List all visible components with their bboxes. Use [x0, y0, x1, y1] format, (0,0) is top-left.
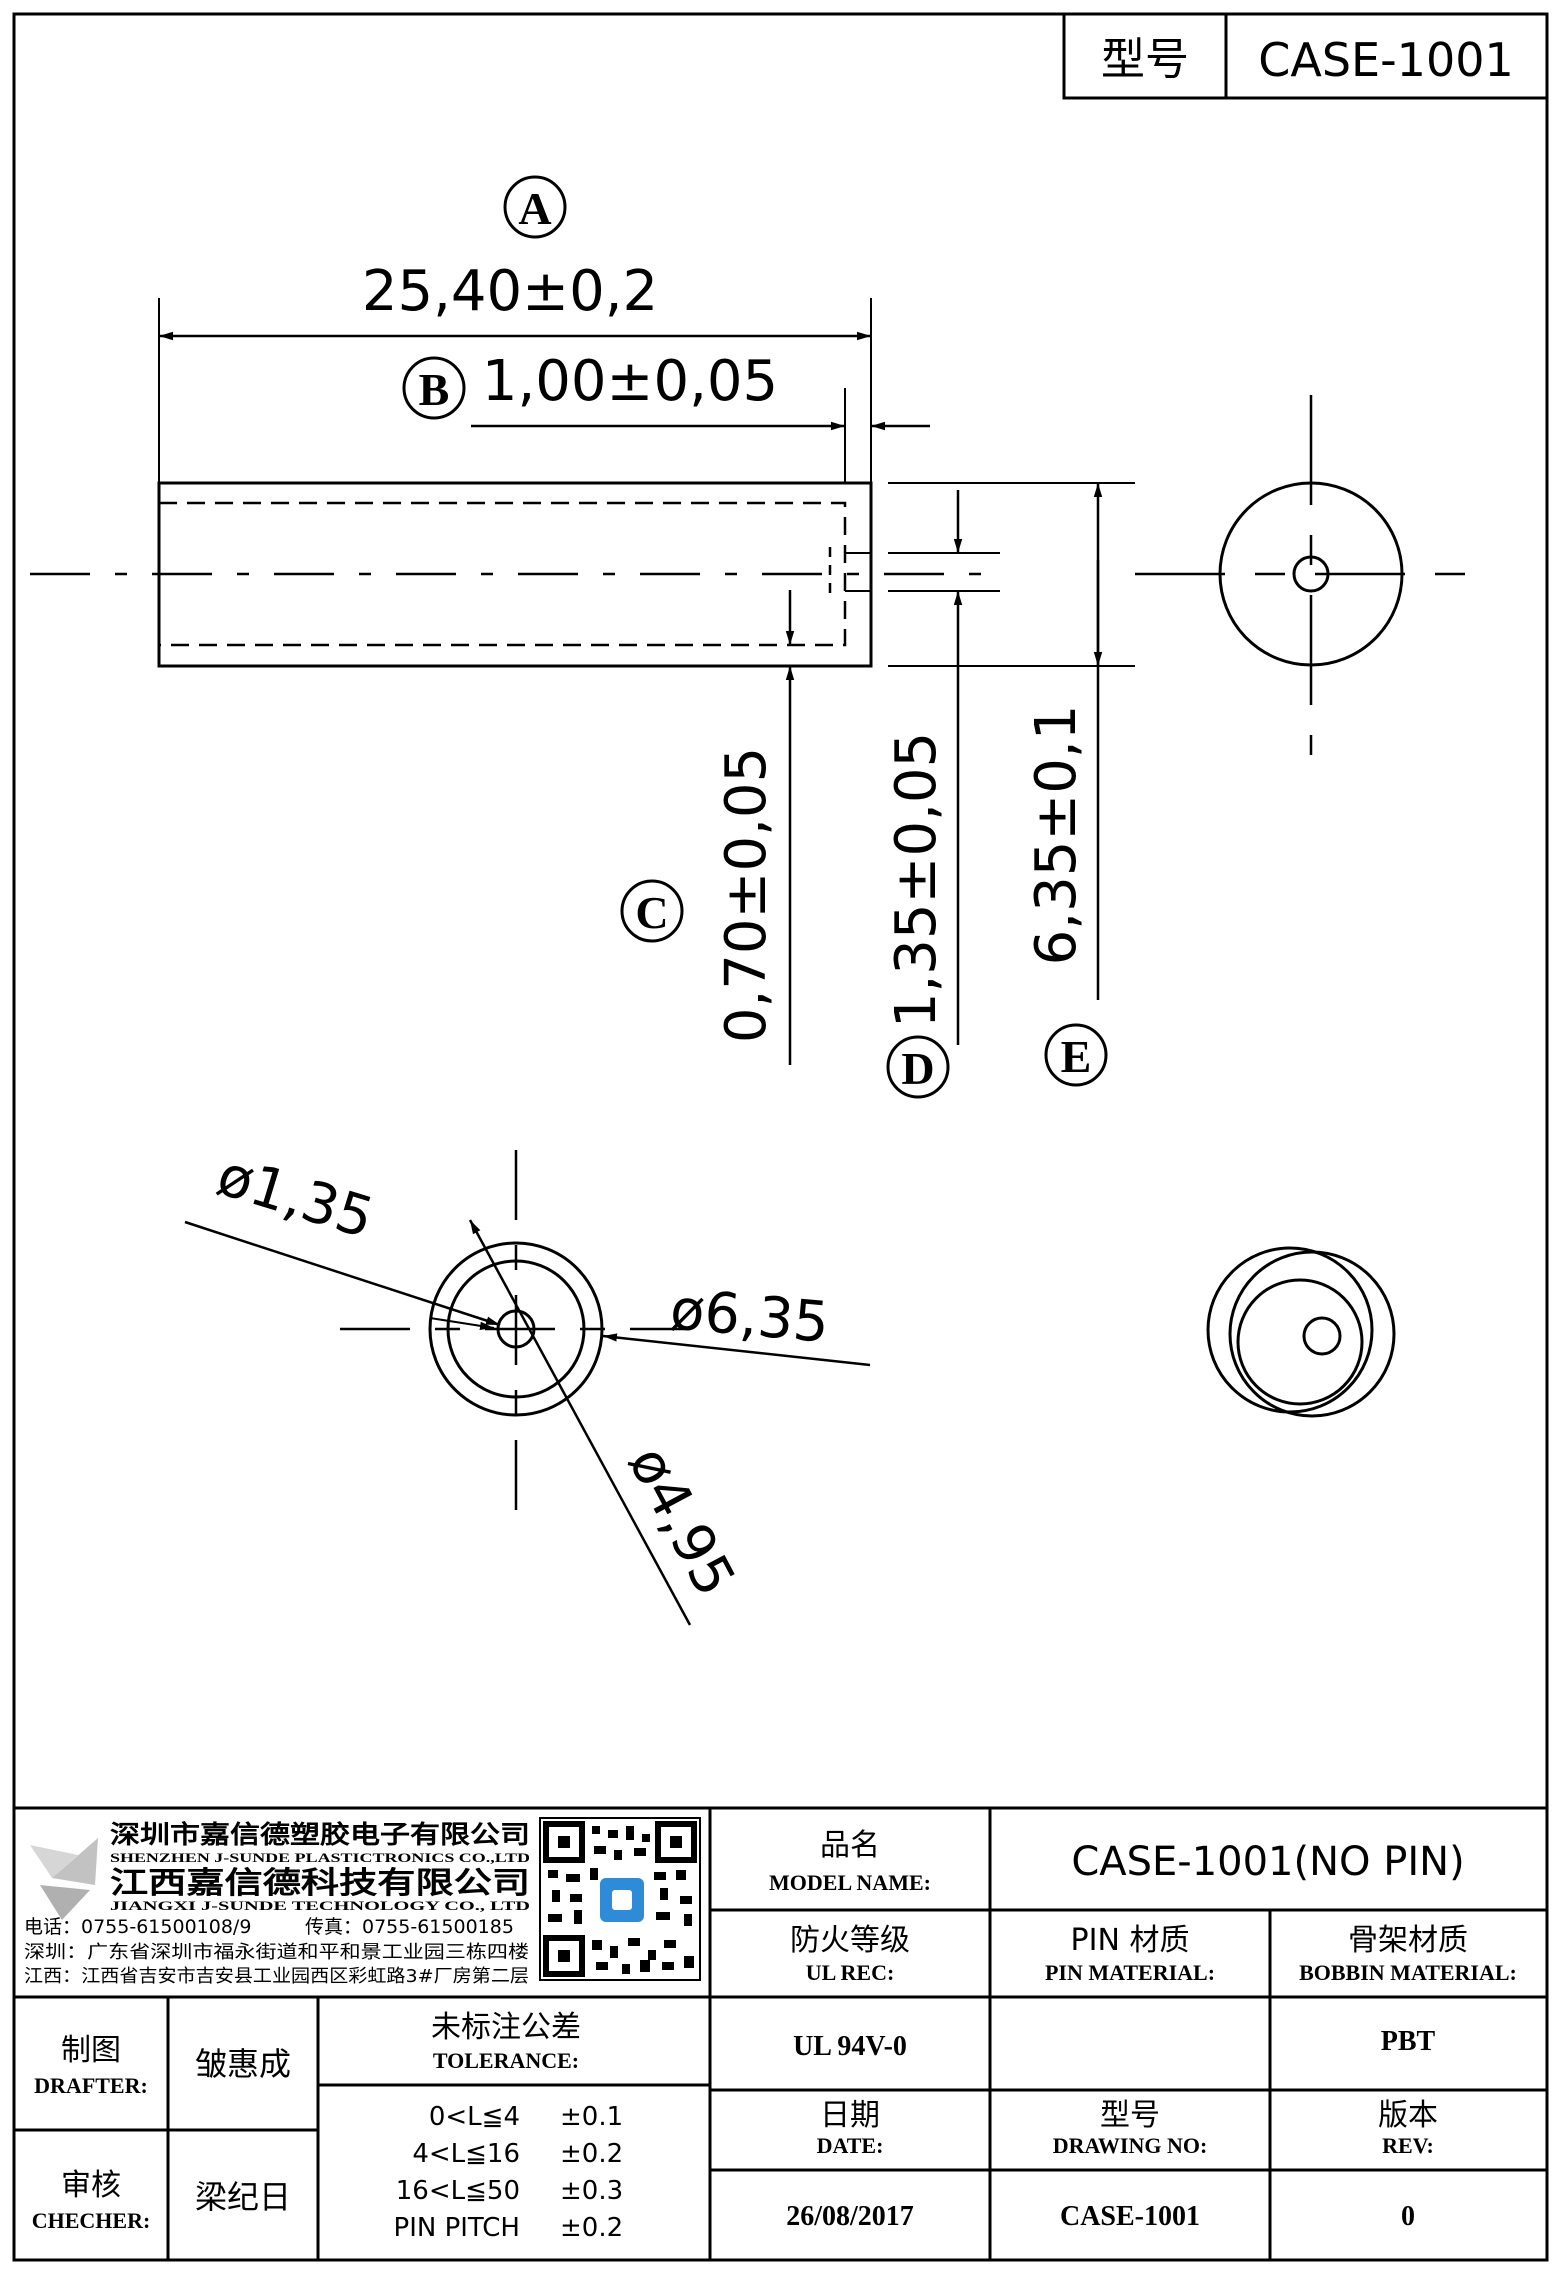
rev-value: 0: [1401, 2201, 1415, 2232]
tolerance-range: 0<L≦4: [429, 2102, 520, 2132]
tolerance-value: ±0.2: [560, 2213, 623, 2243]
company-block: 深圳市嘉信德塑胶电子有限公司 SHENZHEN J-SUNDE PLASTICT…: [24, 1817, 701, 1987]
company-fax: 传真：0755-61500185: [305, 1916, 514, 1938]
bobbin-material-label-cn: 骨架材质: [1348, 1923, 1468, 1958]
qr-code: [539, 1817, 701, 1981]
company-name-jx: 江西嘉信德科技有限公司: [110, 1866, 530, 1901]
date-label-en: DATE:: [817, 2133, 884, 2158]
dimension-d-label: D: [901, 1043, 934, 1094]
company-name-sz-en: SHENZHEN J-SUNDE PLASTICTRONICS CO.,LTD: [110, 1850, 530, 1865]
company-address-jx: 江西：江西省吉安市吉安县工业园西区彩虹路3#厂房第二层: [24, 1966, 529, 1987]
dimension-e-value: 6,35±0,1: [1024, 705, 1089, 966]
tolerance-value: ±0.3: [560, 2176, 623, 2206]
pin-material-label-en: PIN MATERIAL:: [1045, 1960, 1215, 1985]
drafter-label-en: DRAFTER:: [34, 2073, 148, 2098]
drawing-frame: [12, 12, 1549, 2262]
tolerance-range: PIN PITCH: [394, 2213, 520, 2243]
dimension-b: B 1,00±0,05: [402, 349, 930, 483]
company-address-sz: 深圳：广东省深圳市福永街道和平和景工业园三栋四楼: [24, 1942, 529, 1963]
ul-label-en: UL REC:: [806, 1960, 895, 1985]
checker-label-en: CHECHER:: [32, 2208, 151, 2233]
diameter-6-35: ø6,35: [668, 1277, 832, 1356]
ul-value: UL 94V-0: [793, 2031, 907, 2062]
tolerance-value: ±0.2: [560, 2139, 623, 2169]
drafter-label-cn: 制图: [61, 2033, 121, 2068]
bobbin-material-value: PBT: [1381, 2026, 1436, 2057]
date-label-cn: 日期: [820, 2098, 880, 2133]
dimension-d: 1,35±0,05 D: [884, 490, 1000, 1099]
checker-label-cn: 审核: [61, 2168, 121, 2203]
rev-label-cn: 版本: [1378, 2098, 1438, 2133]
dimension-d-value: 1,35±0,05: [884, 732, 949, 1028]
drawing-no-label-en: DRAWING NO:: [1053, 2133, 1208, 2158]
dimension-a: A 25,40±0,2: [158, 175, 872, 483]
diameter-1-35: ø1,35: [210, 1143, 381, 1252]
isometric-view: [1206, 1246, 1396, 1418]
dimension-a-value: 25,40±0,2: [362, 259, 658, 324]
model-name-label-cn: 品名: [820, 1828, 880, 1863]
company-name-sz: 深圳市嘉信德塑胶电子有限公司: [110, 1820, 530, 1849]
header-model-box: 型号 CASE-1001: [1062, 12, 1549, 100]
header-model-value: CASE-1001: [1258, 33, 1514, 87]
tolerance-label-cn: 未标注公差: [431, 2010, 581, 2045]
company-logo: [30, 1838, 98, 1920]
dimension-e: 6,35±0,1 E: [888, 482, 1135, 1087]
end-view: [1135, 395, 1490, 755]
dimension-c-value: 0,70±0,05: [714, 747, 779, 1043]
dimension-c: 0,70±0,05 C: [620, 590, 795, 1065]
model-name-value: CASE-1001(NO PIN): [1071, 1839, 1464, 1885]
company-phone: 电话：0755-61500108/9: [24, 1916, 251, 1938]
side-view: [30, 481, 1000, 668]
drawing-no-value: CASE-1001: [1060, 2201, 1200, 2232]
tolerance-value: ±0.1: [560, 2102, 623, 2132]
tolerance-label-en: TOLERANCE:: [433, 2048, 579, 2073]
dimension-c-label: C: [635, 887, 668, 938]
tolerance-range: 16<L≦50: [396, 2176, 520, 2206]
date-value: 26/08/2017: [786, 2201, 914, 2232]
checker-name: 梁纪日: [195, 2178, 291, 2216]
company-name-jx-en: JIANGXI J-SUNDE TECHNOLOGY CO., LTD: [110, 1898, 530, 1913]
rev-label-en: REV:: [1382, 2133, 1434, 2158]
drafter-name: 皱惠成: [195, 2045, 291, 2083]
dimension-b-label: B: [419, 364, 450, 415]
diameter-view: ø1,35 ø6,35 ø4,95: [184, 1143, 871, 1626]
pin-material-label-cn: PIN 材质: [1071, 1923, 1190, 1958]
ul-label-cn: 防火等级: [790, 1923, 910, 1958]
drawing-no-label-cn: 型号: [1100, 2098, 1160, 2133]
model-name-label-en: MODEL NAME:: [769, 1870, 931, 1895]
header-model-label: 型号: [1101, 34, 1189, 85]
dimension-e-label: E: [1061, 1031, 1092, 1082]
title-block: [14, 1806, 1547, 2260]
dimension-a-label: A: [518, 183, 551, 234]
tolerance-range: 4<L≦16: [412, 2139, 520, 2169]
bobbin-material-label-en: BOBBIN MATERIAL:: [1299, 1960, 1517, 1985]
title-block-text: 品名 MODEL NAME: CASE-1001(NO PIN) 防火等级 UL…: [32, 1828, 1517, 2243]
dimension-b-value: 1,00±0,05: [482, 349, 778, 414]
diameter-4-95: ø4,95: [615, 1436, 747, 1607]
